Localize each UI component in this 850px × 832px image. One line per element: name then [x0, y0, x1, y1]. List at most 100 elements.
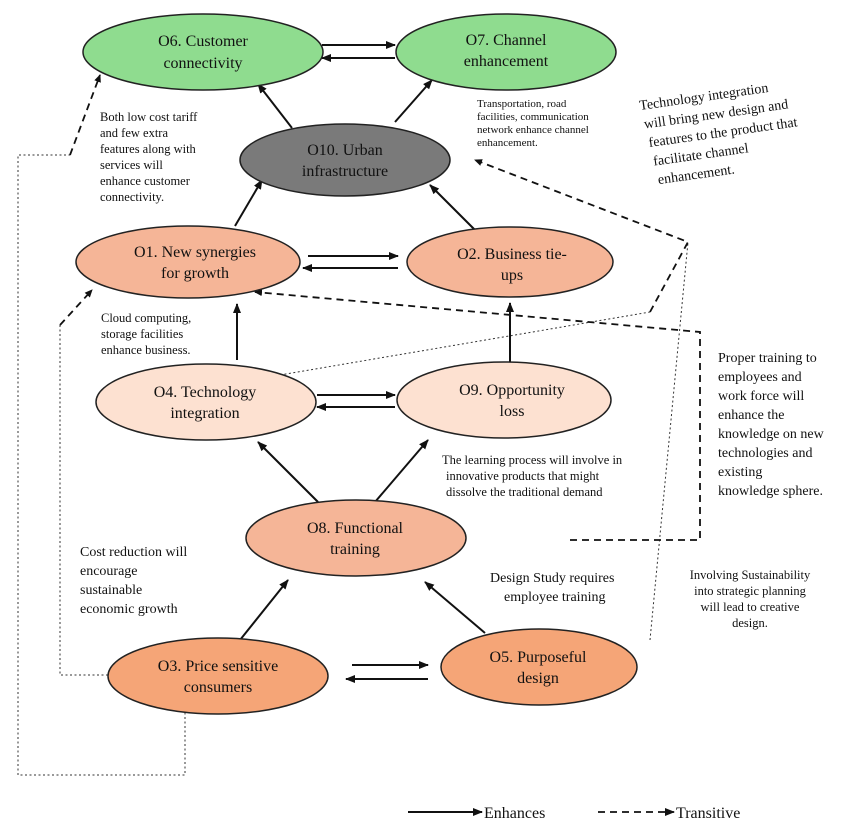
node-o4-shape: [95, 363, 317, 441]
node-o1-new-synergies: O1. New synergies for growth: [75, 225, 301, 299]
note-channel-enhancement-line2: facilities, communication: [477, 111, 589, 123]
node-o9-shape: [396, 361, 612, 439]
note-learning-process-line3: dissolve the traditional demand: [446, 485, 603, 499]
node-o7-channel-enhancement: O7. Channel enhancement: [395, 13, 617, 91]
note-proper-training-line1: Proper training to: [718, 351, 817, 366]
note-cost-reduction-line3: sustainable: [80, 583, 142, 598]
enhance-o5-to-o8: [424, 581, 486, 634]
node-o8-shape: [245, 499, 467, 577]
node-o5-label-line1: O5. Purposeful: [490, 649, 587, 666]
note-proper-training-line8: knowledge sphere.: [718, 484, 823, 499]
note-sustainability-line4: design.: [732, 616, 768, 630]
note-cost-reduction: Cost reduction will encourage sustainabl…: [80, 545, 187, 617]
node-o10-shape: [239, 123, 451, 197]
note-cloud-computing-line1: Cloud computing,: [101, 311, 191, 325]
note-sustainability-line1: Involving Sustainability: [690, 568, 811, 582]
node-o2-business-tie-ups: O2. Business tie- ups: [406, 226, 614, 298]
note-proper-training-line5: knowledge on new: [718, 427, 825, 442]
note-customer-connectivity-line2: and few extra: [100, 126, 168, 140]
note-technology-integration: Technology integration will bring new de…: [638, 81, 798, 188]
enhance-o8-to-o9: [374, 439, 429, 503]
legend: Enhances Transitive: [408, 805, 740, 822]
node-o6-shape: [82, 13, 324, 91]
note-design-study-line1: Design Study requires: [490, 571, 614, 586]
enhance-o2-to-o10: [429, 184, 476, 231]
guide-o3-left: [59, 325, 108, 676]
node-o3-price-sensitive-consumers: O3. Price sensitive consumers: [107, 637, 329, 715]
transitive-o3-to-o6: [69, 74, 101, 156]
note-channel-enhancement: Transportation, road facilities, communi…: [477, 98, 589, 149]
note-proper-training-line7: existing: [718, 465, 762, 480]
note-cost-reduction-line1: Cost reduction will: [80, 545, 187, 560]
note-channel-enhancement-line1: Transportation, road: [477, 98, 567, 110]
enhance-o8-to-o4: [257, 441, 319, 503]
node-o8-functional-training: O8. Functional training: [245, 499, 467, 577]
note-cloud-computing-line3: enhance business.: [101, 343, 191, 357]
node-o3-label-line1: O3. Price sensitive: [158, 658, 278, 675]
note-customer-connectivity-line5: enhance customer: [100, 174, 191, 188]
node-o7-label-line2: enhancement: [464, 53, 549, 70]
enhance-o3-to-o8: [239, 579, 289, 641]
note-cloud-computing-line2: storage facilities: [101, 327, 183, 341]
node-o1-label-line2: for growth: [161, 265, 229, 282]
note-customer-connectivity: Both low cost tariff and few extra featu…: [100, 110, 198, 204]
node-o1-shape: [75, 225, 301, 299]
note-proper-training-line2: employees and: [718, 370, 802, 385]
node-o8-label-line1: O8. Functional: [307, 520, 404, 537]
node-o1-label-line1: O1. New synergies: [134, 244, 256, 261]
node-o4-label-line2: integration: [170, 405, 239, 422]
node-o6-label-line2: connectivity: [163, 55, 242, 72]
note-proper-training-line3: work force will: [718, 389, 804, 404]
note-customer-connectivity-line1: Both low cost tariff: [100, 110, 198, 124]
node-o3-shape: [107, 637, 329, 715]
note-customer-connectivity-line4: services will: [100, 158, 163, 172]
node-o10-label-line2: infrastructure: [302, 163, 388, 180]
enhance-o10-to-o6: [257, 83, 293, 129]
note-design-study-line2: employee training: [504, 590, 605, 605]
node-o5-shape: [440, 628, 638, 706]
node-o4-technology-integration: O4. Technology integration: [95, 363, 317, 441]
node-o7-label-line1: O7. Channel: [466, 32, 547, 49]
transitive-arrows: [59, 74, 701, 541]
note-sustainability-line2: into strategic planning: [694, 584, 807, 598]
dotted-guides: [17, 154, 689, 776]
node-o4-label-line1: O4. Technology: [154, 384, 257, 401]
node-o6-label-line1: O6. Customer: [158, 33, 248, 50]
note-proper-training-line4: enhance the: [718, 408, 784, 423]
node-o2-label-line1: O2. Business tie-: [457, 246, 567, 263]
note-sustainability-line3: will lead to creative: [701, 600, 800, 614]
note-learning-process-line2: innovative products that might: [446, 469, 600, 483]
node-o10-urban-infrastructure: O10. Urban infrastructure: [239, 123, 451, 197]
node-o5-purposeful-design: O5. Purposeful design: [440, 628, 638, 706]
node-o2-label-line2: ups: [501, 267, 523, 284]
note-design-study: Design Study requires employee training: [490, 571, 614, 605]
node-o3-label-line2: consumers: [184, 679, 252, 696]
transitive-o8-to-o1: [254, 289, 701, 541]
note-sustainability: Involving Sustainability into strategic …: [690, 568, 811, 630]
note-learning-process: The learning process will involve in inn…: [442, 453, 623, 499]
note-customer-connectivity-line3: features along with: [100, 142, 197, 156]
note-cost-reduction-line2: encourage: [80, 564, 138, 579]
annotations: Both low cost tariff and few extra featu…: [80, 81, 825, 630]
transitive-o3-to-o1: [59, 289, 93, 326]
note-proper-training-line6: technologies and: [718, 446, 812, 461]
note-cloud-computing: Cloud computing, storage facilities enha…: [101, 311, 191, 357]
note-channel-enhancement-line3: network enhance channel: [477, 124, 589, 136]
node-o10-label-line1: O10. Urban: [307, 142, 383, 159]
node-o8-label-line2: training: [330, 541, 380, 558]
node-o2-shape: [406, 226, 614, 298]
node-o5-label-line2: design: [517, 670, 559, 687]
nodes: O6. Customer connectivity O7. Channel en…: [75, 13, 638, 715]
node-o9-opportunity-loss: O9. Opportunity loss: [396, 361, 612, 439]
note-cost-reduction-line4: economic growth: [80, 602, 178, 617]
node-o6-customer-connectivity: O6. Customer connectivity: [82, 13, 324, 91]
node-o7-shape: [395, 13, 617, 91]
node-o9-label-line1: O9. Opportunity: [459, 382, 565, 399]
node-o9-label-line2: loss: [500, 403, 525, 420]
legend-transitive-label: Transitive: [676, 805, 740, 822]
note-learning-process-line1: The learning process will involve in: [442, 453, 623, 467]
note-customer-connectivity-line6: connectivity.: [100, 190, 164, 204]
guide-o5-right: [649, 241, 689, 641]
enhance-o1-to-o10: [234, 179, 263, 227]
